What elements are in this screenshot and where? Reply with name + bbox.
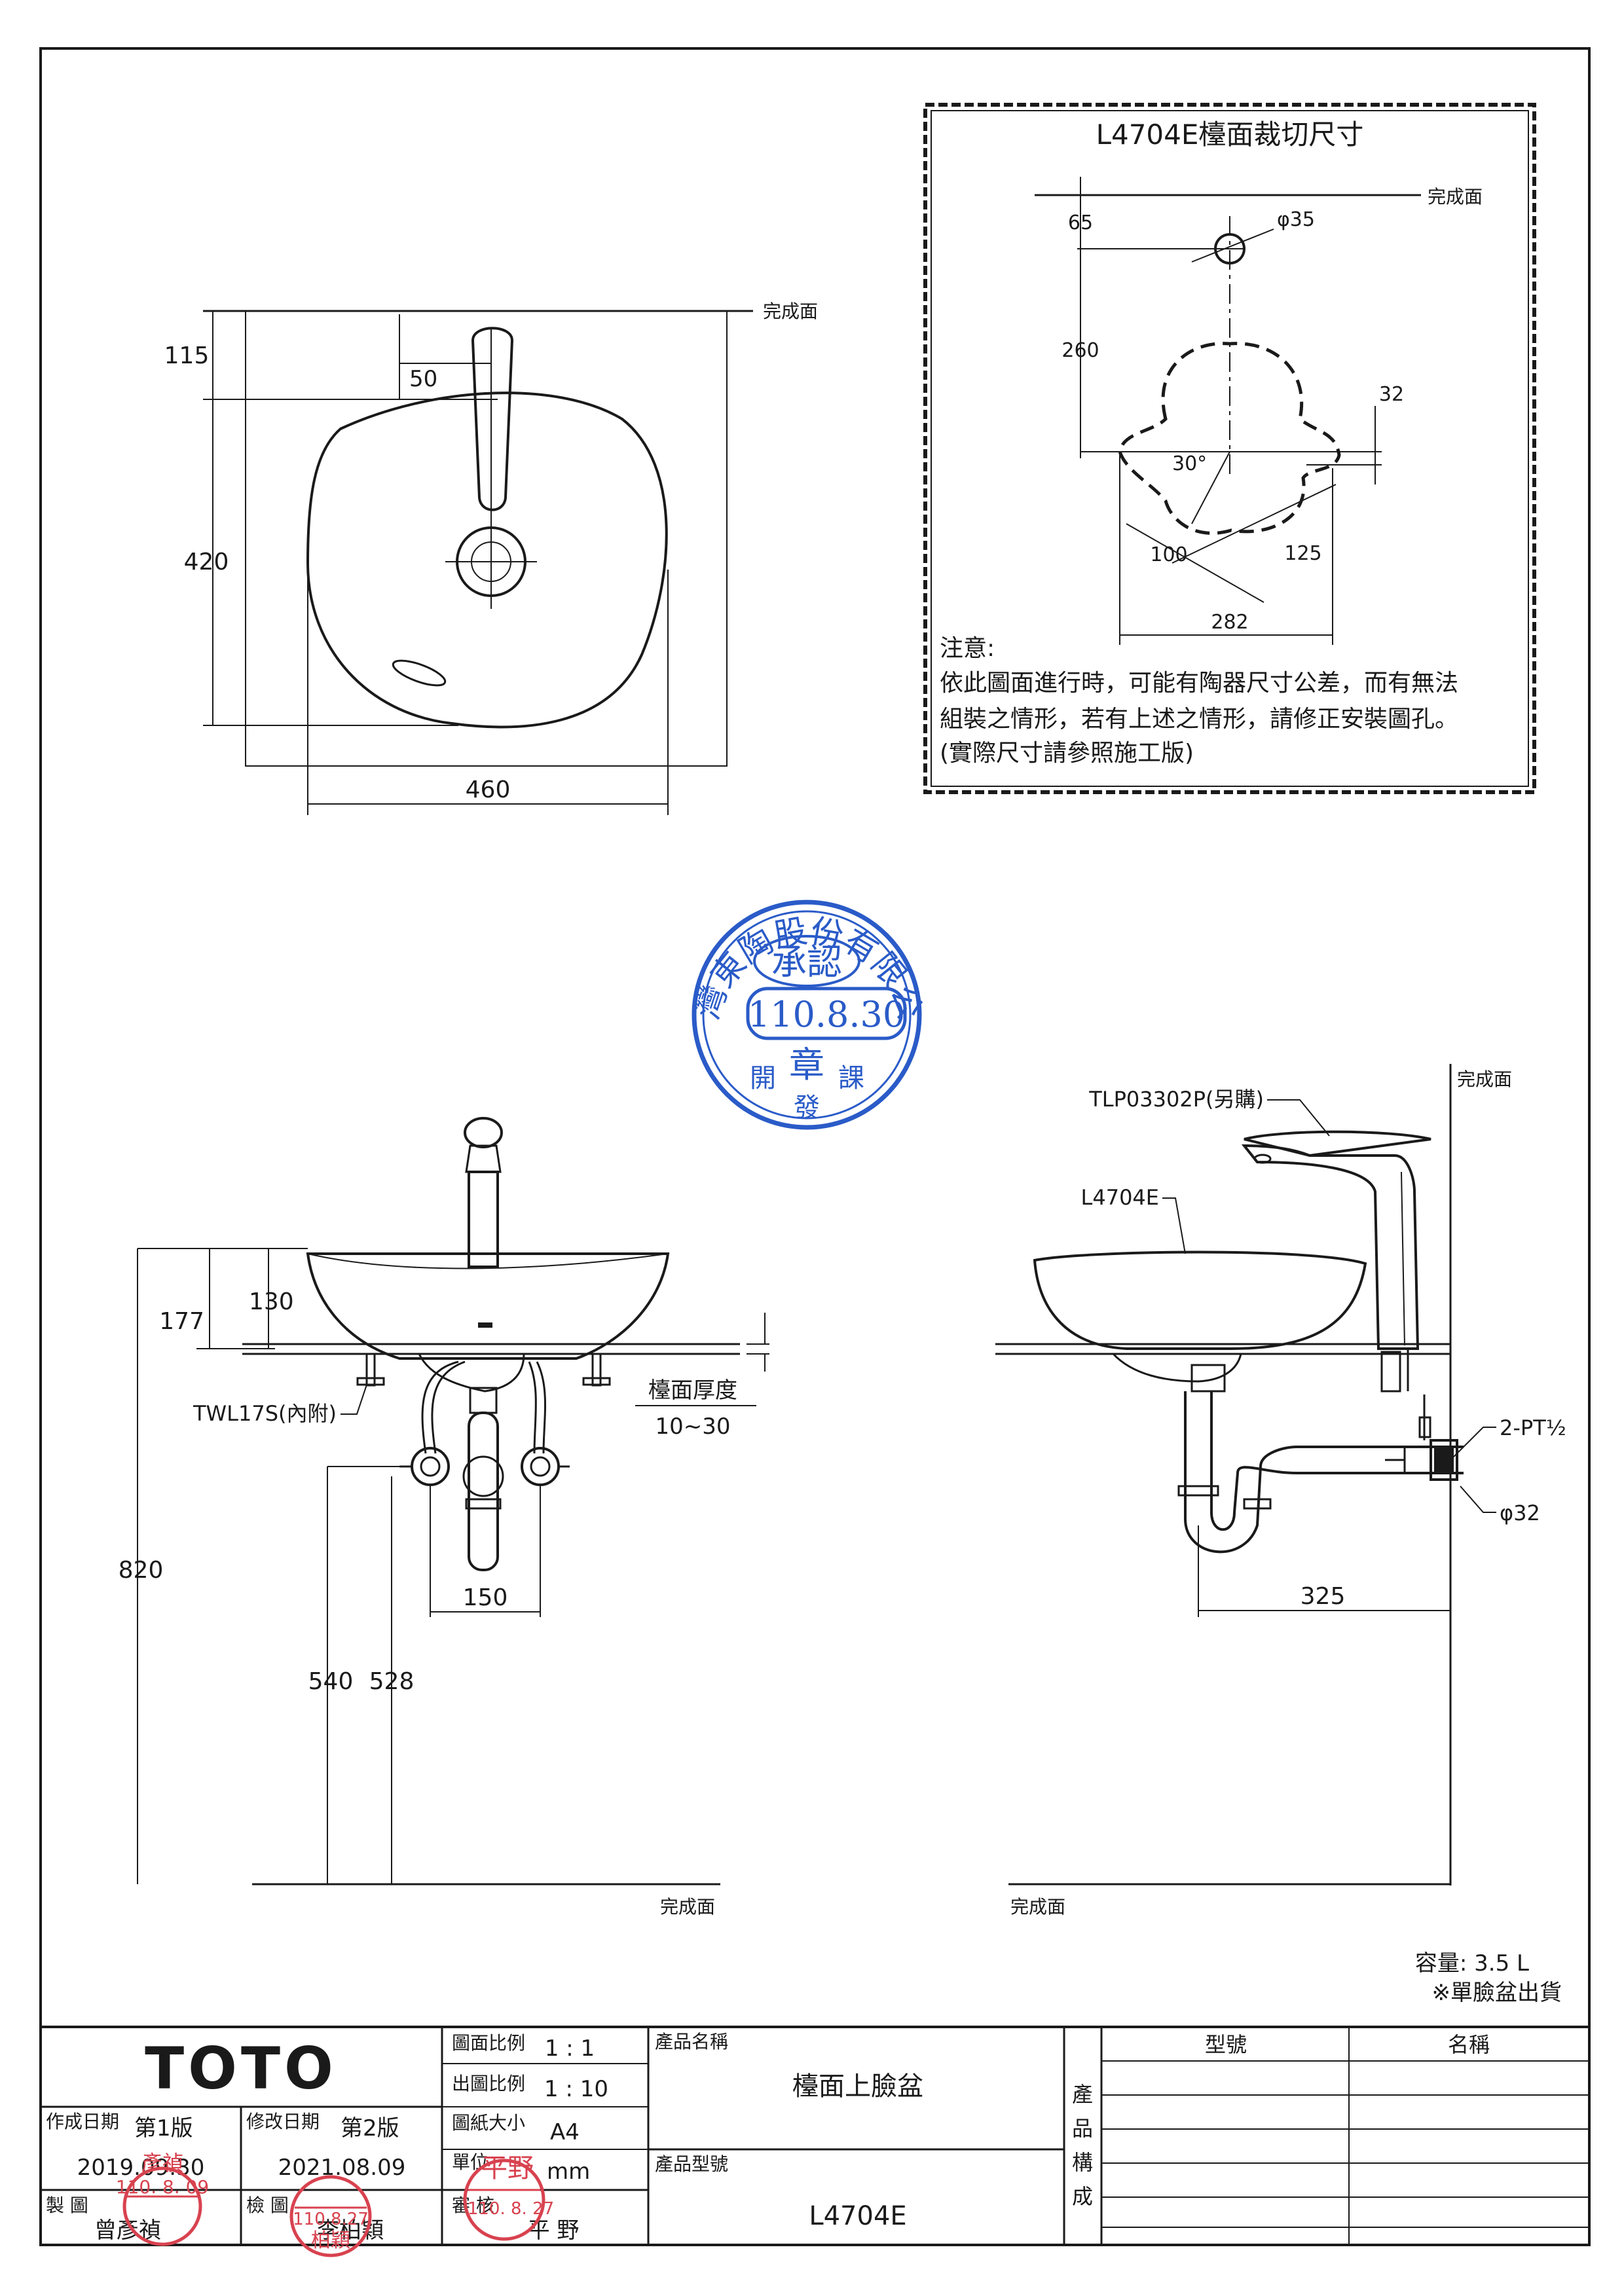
faucet-body-front (468, 1171, 499, 1268)
brand-logo: TOTO (145, 2035, 337, 2102)
dim-125: 125 (1284, 542, 1321, 565)
svg-text:110. 8. 27: 110. 8. 27 (468, 2199, 554, 2219)
basin-part-label: L4704E (1081, 1185, 1159, 1210)
scale-drawing-label: 圖面比例 (452, 2032, 525, 2054)
stamp-drawn: 彥禎 110. 8. 09 (116, 2151, 210, 2246)
scale-drawing: 1 : 1 (545, 2035, 595, 2062)
unit-label: 單位 (452, 2151, 489, 2173)
capacity: 容量: 3.5 L (1415, 1950, 1529, 1977)
composition-c1: 產 (1072, 2082, 1093, 2107)
basin-outline (306, 392, 668, 729)
faucet-part-label: TLP03302P(另購) (1088, 1087, 1264, 1112)
note-line-2: 組裝之情形，若有上述之情形，請修正安裝圖孔。 (940, 706, 1458, 733)
title-block: TOTO 作成日期 第1版 修改日期 第2版 2019.09.30 2021.0… (41, 2026, 1589, 2257)
stamp-seal: 章 (789, 1044, 824, 1085)
note-line-3: (實際尺寸請參照施工版) (940, 740, 1194, 767)
svg-text:平野: 平野 (481, 2153, 534, 2183)
dim-100: 100 (1150, 543, 1187, 566)
dim-50: 50 (409, 366, 437, 392)
checked-name: 李柏穎 (317, 2217, 384, 2244)
dim-325: 325 (1301, 1583, 1346, 1610)
modified-label: 修改日期 (246, 2111, 320, 2132)
counter-thickness-label: 檯面厚度 (648, 1377, 737, 1404)
finish-surface-label: 完成面 (763, 301, 818, 322)
stamp-bottom-mid: 發 (794, 1093, 820, 1123)
side-view: 完成面 TLP03302P(另購) L4704E 2-PT½ φ32 (995, 1064, 1566, 1918)
approval-stamp: 台灣東陶股份有限公司 承認 110.8.30 章 開 發 課 (0, 0, 929, 1130)
svg-text:110. 8. 09: 110. 8. 09 (116, 2176, 210, 2198)
dia32-label: φ32 (1500, 1501, 1540, 1525)
product-model: L4704E (809, 2201, 906, 2231)
counter-thickness-range: 10~30 (655, 1413, 730, 1440)
composition-c4: 成 (1072, 2184, 1093, 2209)
product-name-label: 產品名稱 (655, 2031, 728, 2052)
dim-177: 177 (159, 1308, 204, 1335)
dim-460: 460 (466, 776, 511, 803)
product-name: 檯面上臉盆 (792, 2071, 923, 2102)
edition-2: 第2版 (341, 2115, 399, 2141)
composition-c2: 品 (1072, 2116, 1093, 2141)
faucet-spout-top (471, 327, 514, 511)
sheet-border (39, 47, 1591, 2246)
paper-size: A4 (550, 2119, 580, 2145)
col-name: 名稱 (1448, 2032, 1490, 2057)
dim-282: 282 (1211, 611, 1248, 634)
drawn-label: 製 圖 (46, 2195, 88, 2216)
stamp-date: 110.8.30 (748, 994, 905, 1035)
drain-pipe-front (468, 1412, 499, 1571)
stamp-bottom-right: 課 (838, 1063, 864, 1093)
svg-text:110.8.27: 110.8.27 (293, 2210, 369, 2229)
note-line-1: 依此圖面進行時，可能有陶器尺寸公差，而有無法 (940, 670, 1458, 697)
product-model-label: 產品型號 (655, 2153, 728, 2175)
dim-angle: 30° (1172, 452, 1207, 475)
overflow-hole (392, 659, 447, 687)
approved-label: 審 核 (452, 2195, 494, 2216)
dim-dia35: φ35 (1277, 208, 1315, 231)
scale-print-label: 出圖比例 (452, 2073, 525, 2094)
note-title: 注意: (940, 635, 995, 662)
dim-540: 540 (308, 1668, 354, 1695)
scale-print: 1 : 10 (544, 2076, 608, 2102)
checked-label: 檢 圖 (246, 2195, 289, 2216)
basin-front (306, 1252, 670, 1360)
cutout-title: L4704E檯面裁切尺寸 (1096, 118, 1364, 151)
created-label: 作成日期 (46, 2111, 119, 2132)
faucet-side (1241, 1144, 1420, 1350)
dim-528: 528 (369, 1668, 415, 1695)
side-finish-top: 完成面 (1457, 1068, 1512, 1090)
dim-150: 150 (463, 1584, 508, 1611)
side-finish-bottom: 完成面 (1010, 1896, 1065, 1918)
dim-420: 420 (184, 549, 229, 575)
basin-side (1033, 1250, 1367, 1350)
unit: mm (547, 2159, 590, 2185)
dim-32: 32 (1379, 383, 1404, 406)
modified-date: 2021.08.09 (278, 2155, 406, 2181)
paper-label: 圖紙大小 (452, 2112, 525, 2134)
cutout-finish-label: 完成面 (1428, 186, 1483, 208)
svg-text:彥禎: 彥禎 (141, 2151, 183, 2176)
dim-260: 260 (1061, 339, 1099, 362)
edition-1: 第1版 (134, 2115, 193, 2141)
stamp-approved: 平野 110. 8. 27 (463, 2153, 554, 2241)
front-finish-label: 完成面 (660, 1896, 715, 1918)
pt-label: 2-PT½ (1500, 1415, 1566, 1440)
counter-outline (245, 310, 728, 767)
stamp-checked: 110.8.27 柏穎 (289, 2175, 372, 2257)
stamp-approve: 承認 (771, 941, 842, 983)
dim-130: 130 (249, 1288, 294, 1315)
stamp-arc-text: 台灣東陶股份有限公司 (0, 0, 929, 1024)
cutout-box: L4704E檯面裁切尺寸 完成面 65 φ35 260 32 30° 100 1… (923, 103, 1536, 794)
front-view: 177 130 TWL17S(內附) 檯面厚度 10~30 820 150 54… (119, 1117, 769, 1918)
dim-115: 115 (164, 342, 210, 369)
composition-c3: 構 (1072, 2150, 1093, 2175)
svg-text:柏穎: 柏穎 (311, 2229, 350, 2252)
part-twl17s: TWL17S(內附) (193, 1401, 337, 1426)
col-model: 型號 (1205, 2032, 1247, 2057)
dim-65: 65 (1068, 211, 1093, 234)
dim-820: 820 (119, 1557, 164, 1584)
ship-note: ※單臉盆出貨 (1432, 1980, 1562, 2006)
stamp-bottom-left: 開 (750, 1063, 776, 1093)
top-view: 完成面 115 50 420 460 (164, 301, 818, 815)
